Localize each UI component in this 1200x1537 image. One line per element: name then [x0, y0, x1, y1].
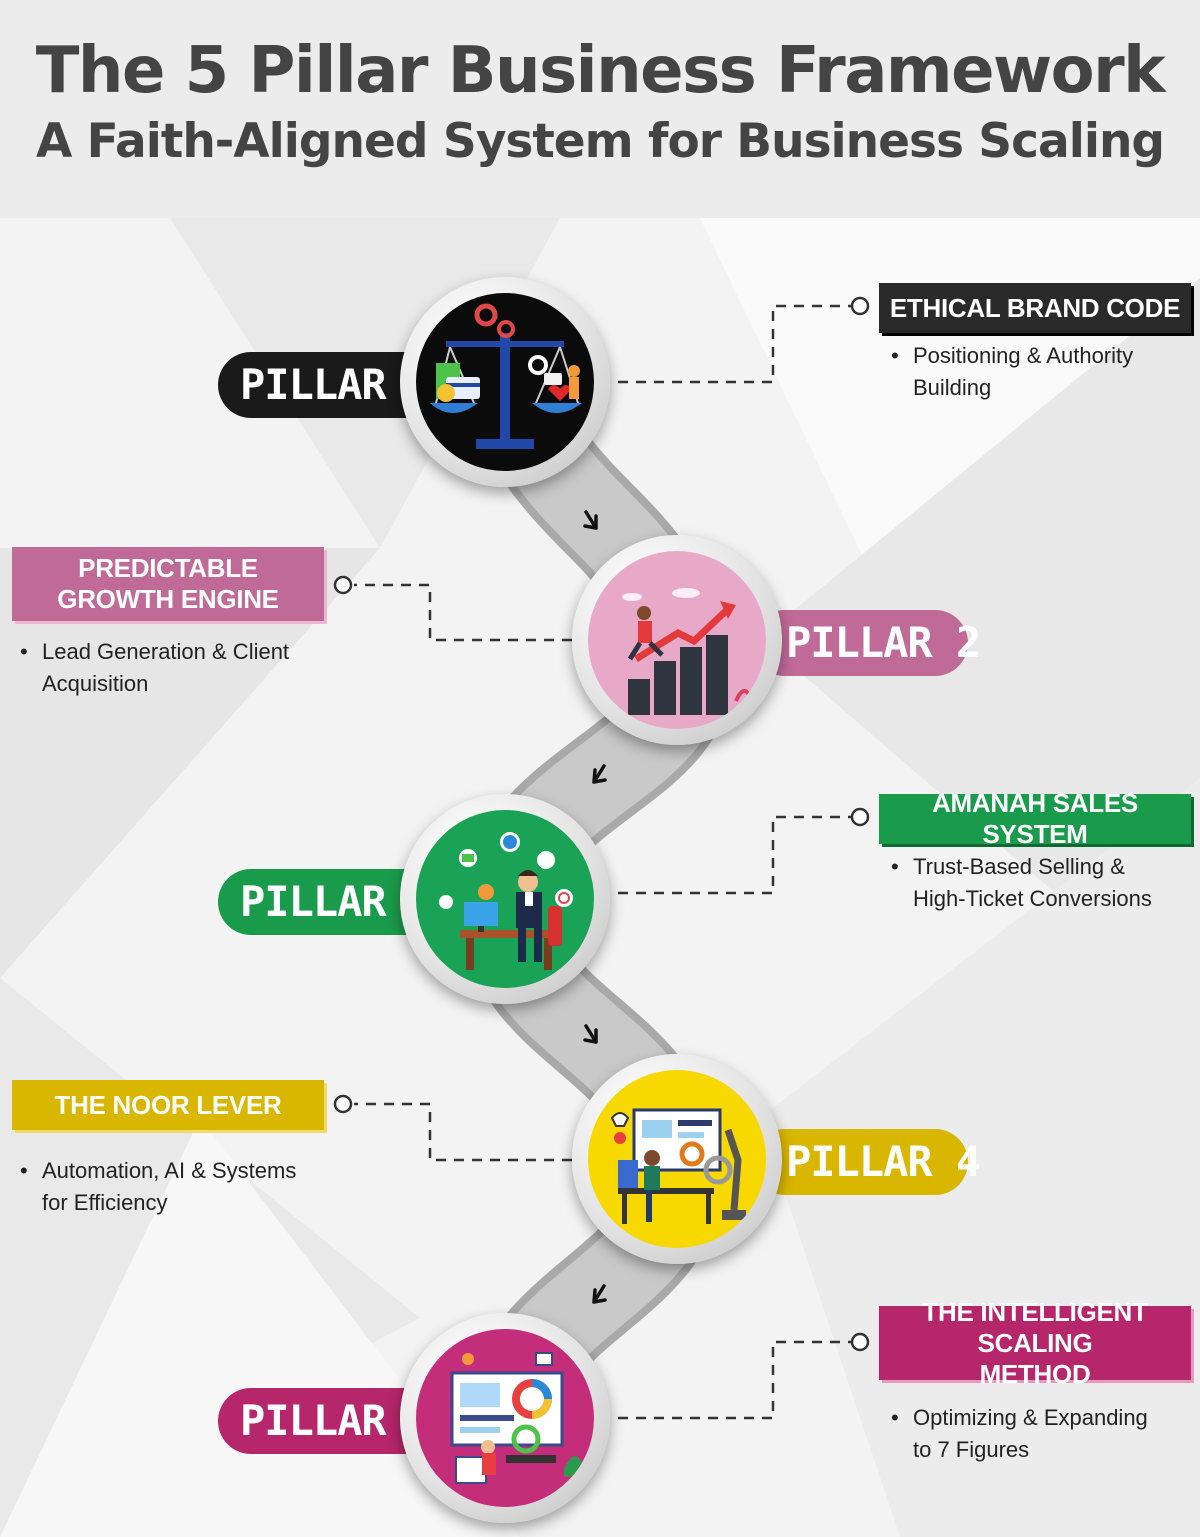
pillar-4-bullet: •Automation, AI & Systems for Efficiency	[20, 1158, 297, 1215]
pillar-4-label: PILLAR 4	[786, 1137, 981, 1186]
pillar-2-circle	[572, 535, 782, 745]
pillar-2-heading: PREDICTABLE GROWTH ENGINE	[57, 553, 279, 614]
automation-workstation-icon	[610, 1108, 746, 1224]
pillar-2-bullet: •Lead Generation & Client Acquisition	[20, 639, 290, 696]
pillar-4-circle	[572, 1054, 782, 1264]
pillar-5-bullet: •Optimizing & Expanding to 7 Figures	[891, 1405, 1148, 1462]
pillar-4-badge: PILLAR 4	[752, 1129, 981, 1195]
pillar-1-bullet: •Positioning & Authority Building	[891, 343, 1134, 400]
pillar-2-label: PILLAR 2	[786, 618, 981, 667]
pillar-5-circle	[400, 1313, 610, 1523]
pillar-5-heading: THE INTELLIGENT SCALING METHOD	[922, 1296, 1148, 1389]
pillar-4-heading-box: THE NOOR LEVER	[12, 1080, 324, 1130]
page-subtitle: A Faith-Aligned System for Business Scal…	[35, 114, 1165, 169]
pillar-2-badge: PILLAR 2	[752, 610, 981, 676]
pillar-3-circle	[400, 794, 610, 1004]
pillar-3-bullet: •Trust-Based Selling & High-Ticket Conve…	[891, 854, 1152, 911]
scales-of-justice-icon	[430, 303, 582, 449]
page-title: The 5 Pillar Business Framework	[35, 34, 1166, 108]
pillar-5-badge: PILLAR 5	[218, 1388, 448, 1454]
pillar-1-heading-box: ETHICAL BRAND CODE	[879, 283, 1191, 333]
pillar-5-heading-box: THE INTELLIGENT SCALING METHOD	[879, 1297, 1191, 1389]
pillar-3-heading-box: AMANAH SALES SYSTEM	[879, 788, 1191, 849]
header: The 5 Pillar Business Framework A Faith-…	[0, 0, 1200, 218]
pillar-3-heading: AMANAH SALES SYSTEM	[932, 788, 1138, 849]
businessman-desk-icon	[439, 832, 573, 970]
scaling-dashboard-icon	[450, 1352, 582, 1484]
pillar-1-heading: ETHICAL BRAND CODE	[889, 292, 1181, 323]
pillar-2-heading-box: PREDICTABLE GROWTH ENGINE	[12, 547, 324, 621]
pillar-1-circle	[400, 277, 610, 487]
growth-chart-climber-icon	[622, 588, 752, 715]
pillar-4-heading: THE NOOR LEVER	[54, 1089, 282, 1120]
